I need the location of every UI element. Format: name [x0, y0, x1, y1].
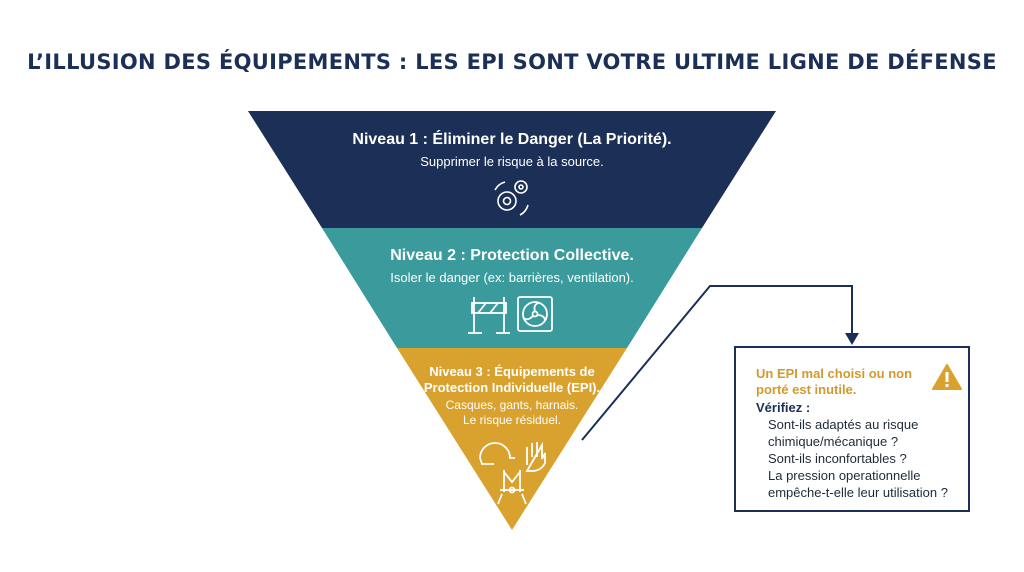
level-2-title: Niveau 2 : Protection Collective.	[390, 247, 634, 264]
warning-icon	[932, 364, 962, 390]
level-1-band	[248, 111, 776, 228]
level-3-title-line1: Niveau 3 : Équipements de	[429, 364, 595, 379]
warning-text: Un EPI mal choisi ou non porté est inuti…	[756, 366, 913, 397]
connector-line	[581, 285, 853, 441]
level-2-band	[322, 228, 702, 348]
gears-icon	[494, 180, 529, 216]
level-1-title: Niveau 1 : Éliminer le Danger (La Priori…	[352, 131, 672, 148]
page-title: L’ILLUSION DES ÉQUIPEMENTS : LES EPI SON…	[27, 50, 997, 74]
helmet-icon	[479, 442, 515, 465]
list-item: Sont-ils adaptés au risque chimique/méca…	[768, 417, 919, 449]
arrow-head	[845, 333, 859, 345]
fan-icon	[517, 296, 553, 332]
harness-icon	[497, 470, 527, 505]
level-3-band	[397, 348, 627, 530]
level-3-desc-line1: Casques, gants, harnais.	[445, 398, 579, 412]
glove-icon	[525, 441, 546, 472]
verify-label: Vérifiez :	[756, 400, 811, 415]
level-2-desc: Isoler le danger (ex: barrières, ventila…	[390, 270, 634, 285]
level-3-desc-line2: Le risque résiduel.	[462, 413, 562, 427]
barrier-icon	[468, 297, 510, 334]
level-3-title-line2: Protection Individuelle (EPI).	[423, 380, 601, 395]
list-item: Sont-ils inconfortables ?	[768, 451, 907, 466]
list-item: La pression operationnelle empêche-t-ell…	[768, 468, 948, 500]
level-1-desc: Supprimer le risque à la source.	[420, 154, 604, 169]
warning-callout: Un EPI mal choisi ou non porté est inuti…	[734, 346, 970, 512]
checklist: Sont-ils adaptés au risque chimique/méca…	[756, 416, 968, 501]
